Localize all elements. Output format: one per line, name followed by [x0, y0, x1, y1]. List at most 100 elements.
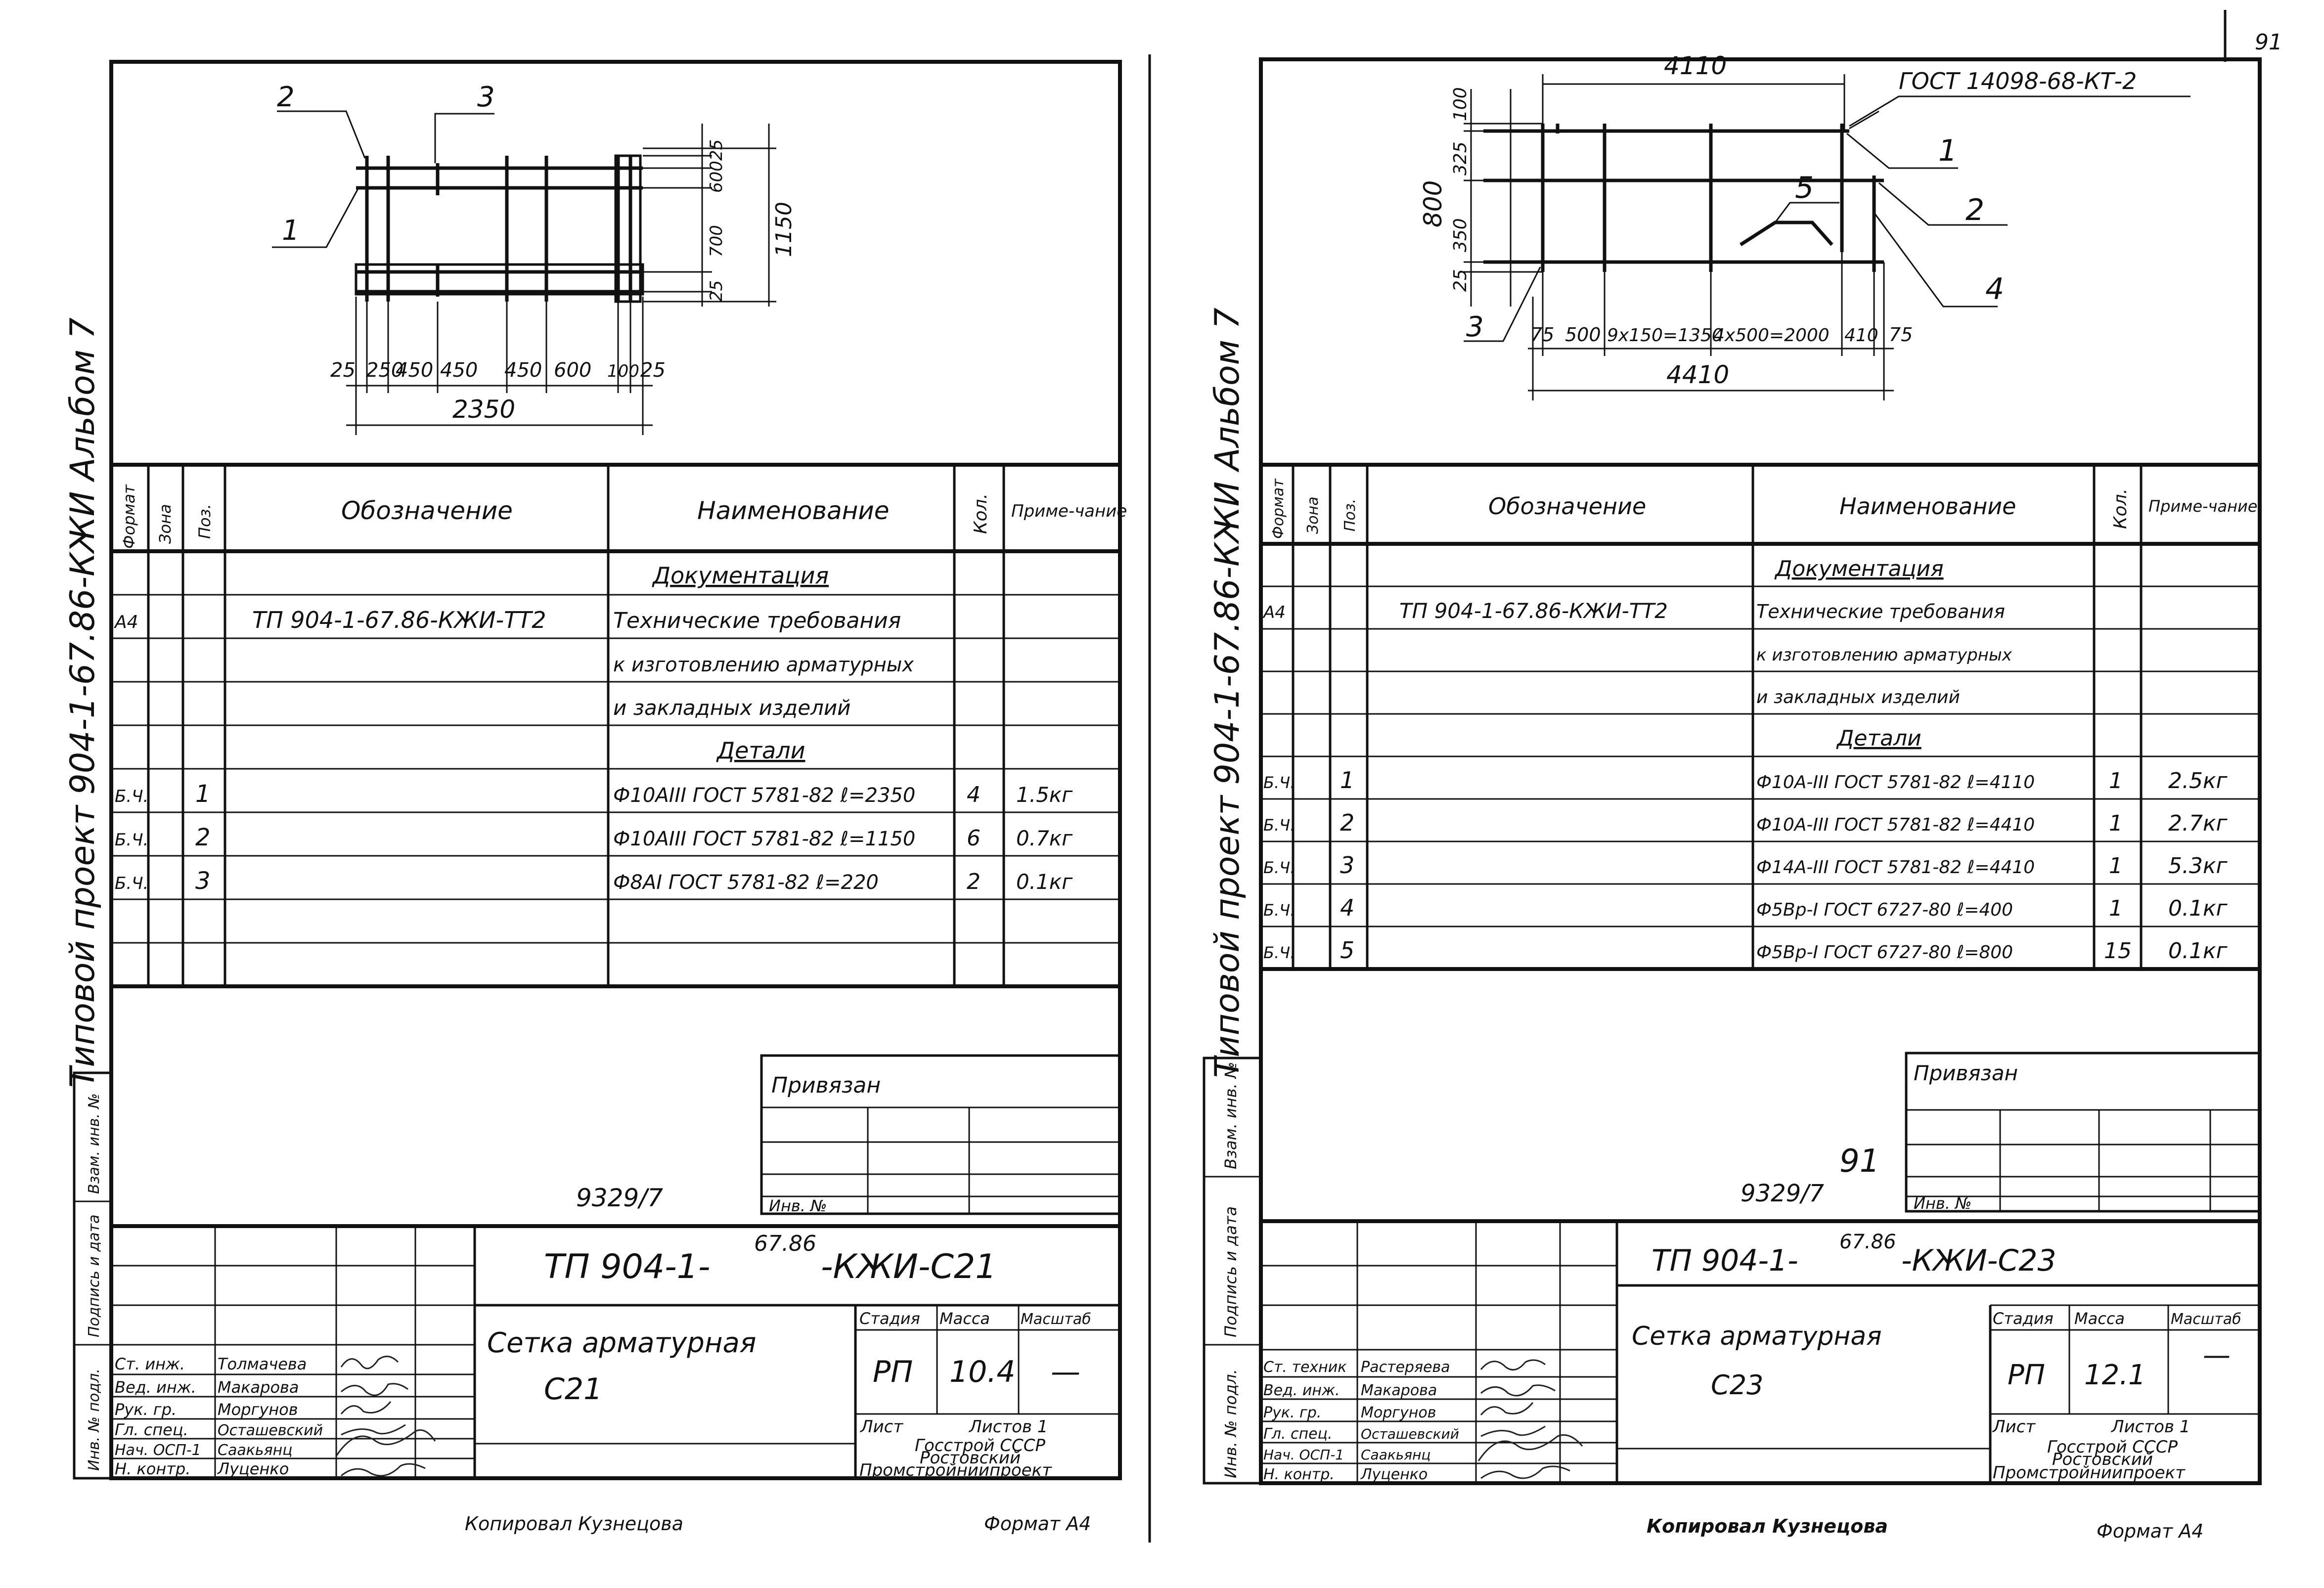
left-mass-label: Масса: [939, 1309, 990, 1328]
right-org-3: Промстройниипроект: [1993, 1463, 2186, 1483]
right-dim-l-800: 800: [1419, 180, 1447, 227]
left-row-7-format: Б.Ч.: [115, 874, 148, 893]
right-row-7-name: Ф14А-III ГОСТ 5781-82 ℓ=4410: [1756, 857, 2035, 878]
right-row-5-format: Б.Ч.: [1263, 773, 1295, 792]
right-stage-label: Стадия: [1993, 1309, 2054, 1328]
right-dim-l-325: 325: [1450, 141, 1471, 176]
right-org-2: Ростовский: [2052, 1450, 2153, 1469]
left-scale: —: [1051, 1355, 1080, 1389]
right-sheet: Типовой проект 904-1-67.86-КЖИ Альбом 7 …: [1203, 51, 2262, 1542]
right-row-8-pos: 4: [1340, 894, 1354, 921]
right-code-suffix: -КЖИ-С23: [1901, 1243, 2056, 1278]
right-role-1: Вед. инж.: [1263, 1382, 1340, 1399]
right-dim-b-410: 410: [1844, 325, 1878, 346]
left-row-7-qty: 2: [967, 869, 981, 894]
left-side-stamp: Инв. № подл. Подпись и дата Взам. инв. №: [73, 1071, 113, 1480]
left-dim-b-450b: 450: [440, 359, 478, 382]
right-side-stamp-box: [1203, 1057, 1262, 1485]
right-gost-label: ГОСТ 14098-68-КТ-2: [1899, 68, 2137, 94]
left-callout-2: 2: [277, 81, 295, 113]
right-sheet-label: Лист: [1992, 1417, 2036, 1437]
left-stamp-sign: Подпись и дата: [86, 1215, 103, 1338]
right-row-1-designation: ТП 904-1-67.86-КЖИ-ТТ2: [1399, 599, 1668, 623]
right-signature-3: [1480, 1425, 1546, 1437]
right-row-6-format: Б.Ч.: [1263, 816, 1295, 835]
right-privyazan-block: Привязан Инв. № 9329/7 91: [1741, 1052, 2261, 1213]
left-name-2: Моргунов: [218, 1400, 298, 1419]
right-code-sup: 67.86: [1839, 1231, 1896, 1253]
right-callout-3: 3: [1466, 311, 1484, 343]
right-hdr-pos: Поз.: [1341, 499, 1359, 531]
left-stamp-replace: Взам. инв. №: [86, 1093, 103, 1194]
left-stamp-inv: Инв. № подл.: [86, 1368, 103, 1471]
right-row-6-name: Ф10А-III ГОСТ 5781-82 ℓ=4410: [1756, 815, 2035, 835]
right-scale: —: [2203, 1339, 2231, 1371]
right-copied: Копировал Кузнецова: [1647, 1515, 1888, 1537]
left-dim-b-100: 100: [607, 361, 639, 381]
page-number: 91: [2255, 30, 2282, 55]
left-hdr-name: Наименование: [697, 496, 890, 525]
right-album-label: Типовой проект 904-1-67.86-КЖИ Альбом 7: [1208, 308, 1247, 1078]
left-name-1: Макарова: [218, 1378, 299, 1397]
left-role-3: Гл. спец.: [115, 1420, 188, 1439]
right-mass-label: Масса: [2074, 1309, 2125, 1328]
right-row-8-note: 0.1кг: [2168, 896, 2228, 921]
right-title-block: ТП 904-1- 67.86 -КЖИ-С23 Сетка арматурна…: [1261, 1219, 2260, 1483]
left-hdr-designation: Обозначение: [341, 496, 513, 525]
left-signature-0: [340, 1356, 399, 1369]
left-row-6-qty: 6: [967, 826, 981, 851]
right-sheets-label: Листов 1: [2110, 1417, 2190, 1437]
left-dim-b-600: 600: [554, 359, 591, 382]
left-hdr-pos: Поз.: [195, 504, 214, 539]
left-dim-r-25b: 25: [707, 280, 726, 302]
left-code-suffix: -КЖИ-С21: [821, 1247, 996, 1286]
right-mesh-drawing: 1 2 4 5 3 4110 ГОСТ 14098-68-КТ-2: [1419, 51, 2190, 400]
left-dim-r-600: 600: [707, 161, 726, 193]
left-name-5: Луценко: [217, 1459, 289, 1478]
left-sheets-label: Листов 1: [968, 1417, 1048, 1437]
right-callout-4: 4: [1985, 272, 2004, 307]
right-name-0: Растеряева: [1361, 1359, 1450, 1376]
right-hdr-format: Формат: [1270, 478, 1287, 539]
right-format: Формат А4: [2097, 1520, 2203, 1542]
left-hdr-note: Приме-чание: [1011, 501, 1127, 521]
left-code-prefix: ТП 904-1-: [544, 1247, 710, 1286]
right-spec-table: Формат Зона Поз. Обозначение Наименовани…: [1261, 463, 2260, 971]
left-frame: [109, 60, 1122, 1480]
right-hdr-name: Наименование: [1839, 493, 2016, 520]
right-row-9-note: 0.1кг: [2168, 938, 2228, 964]
right-inv-label: Инв. №: [1914, 1194, 1971, 1213]
left-row-5-qty: 4: [967, 782, 981, 807]
left-row-5-format: Б.Ч.: [115, 787, 148, 806]
right-dim-b-500: 500: [1565, 324, 1601, 346]
right-row-5-qty: 1: [2109, 768, 2123, 794]
left-callout-1: 1: [282, 215, 300, 247]
left-format: Формат А4: [984, 1513, 1091, 1535]
right-signature-0: [1480, 1359, 1546, 1371]
right-row-0-name: Документация: [1774, 556, 1944, 581]
right-row-2-name: к изготовлению арматурных: [1756, 645, 2012, 665]
right-row-6-note: 2.7кг: [2168, 811, 2228, 836]
right-signature-5: [1480, 1465, 1570, 1479]
left-spec-table: Формат Зона Поз. Обозначение Наименовани…: [111, 463, 1127, 988]
right-title-line2: С23: [1711, 1369, 1763, 1401]
right-signature-4: [1477, 1434, 1583, 1461]
right-frame: [1259, 57, 2262, 1485]
right-code-prefix: ТП 904-1-: [1652, 1243, 1798, 1278]
left-scale-label: Масштаб: [1021, 1311, 1091, 1328]
right-dim-4410: 4410: [1666, 360, 1729, 389]
left-dim-b-250: 250: [366, 359, 403, 382]
left-archive-no: 9329/7: [576, 1184, 663, 1212]
right-row-6-qty: 1: [2109, 811, 2123, 836]
right-hdr-qty: Кол.: [2110, 488, 2131, 529]
right-role-4: Нач. ОСП-1: [1263, 1447, 1344, 1463]
left-code-sup: 67.86: [754, 1231, 816, 1256]
left-side-stamp-box: [73, 1071, 113, 1480]
right-row-5-pos: 1: [1340, 767, 1354, 794]
right-stamp-replace: Взам. инв. №: [1221, 1062, 1240, 1169]
left-role-2: Рук. гр.: [115, 1400, 177, 1419]
right-row-9-format: Б.Ч.: [1263, 943, 1295, 962]
left-row-1-name: Технические требования: [613, 608, 901, 633]
left-row-1-format: А4: [114, 612, 138, 632]
right-name-4: Саакьянц: [1361, 1447, 1431, 1463]
